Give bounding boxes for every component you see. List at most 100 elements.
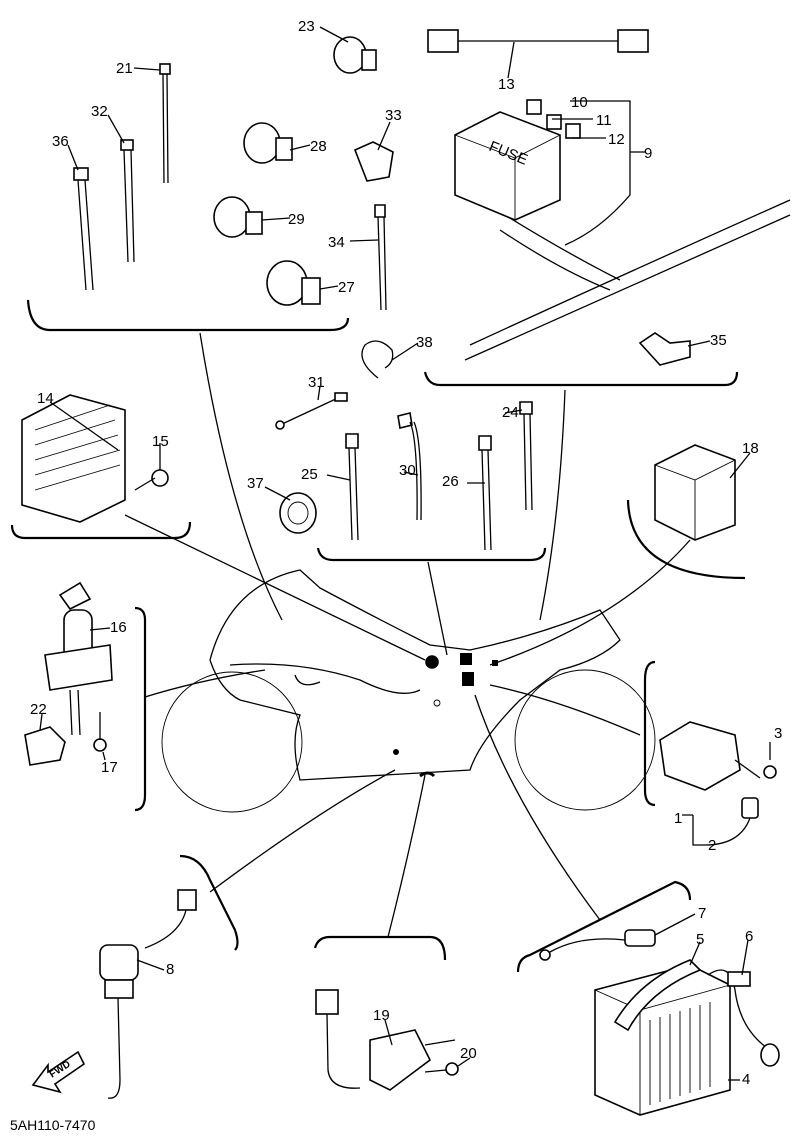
group-bracket-neutral (313, 935, 447, 961)
callout-35: 35 (710, 332, 727, 349)
cable-tie-26 (478, 435, 492, 551)
callout-21: 21 (116, 60, 133, 77)
leader-line (682, 814, 751, 846)
group-bracket-clamps (26, 299, 350, 332)
callout-25: 25 (301, 466, 318, 483)
group-bracket-starter (643, 660, 656, 807)
clip-37 (279, 492, 317, 534)
callout-10: 10 (571, 94, 588, 111)
leader-line (427, 561, 448, 656)
wire-clip-38 (361, 340, 394, 379)
callout-36: 36 (52, 133, 69, 150)
fuses (526, 99, 581, 139)
clamp-35 (638, 332, 691, 366)
screw-17 (93, 712, 107, 752)
callout-14: 14 (37, 390, 54, 407)
group-bracket-relay (626, 499, 746, 580)
fuse-box: FUSE (454, 111, 561, 221)
cable-tie-24 (519, 401, 533, 511)
callout-27: 27 (338, 279, 355, 296)
sidestand-switch (99, 889, 197, 1099)
callout-6: 6 (745, 928, 753, 945)
cable-tie-30 (397, 412, 422, 521)
callout-13: 13 (498, 76, 515, 93)
leader-line (474, 694, 601, 921)
callout-12: 12 (608, 131, 625, 148)
leader-line (209, 769, 396, 893)
main-switch (44, 581, 113, 736)
leader-line (124, 514, 426, 661)
callout-9: 9 (644, 145, 652, 162)
callout-33: 33 (385, 107, 402, 124)
leader-line (144, 669, 266, 698)
callout-1: 1 (674, 810, 682, 827)
callout-2: 2 (708, 837, 716, 854)
leader-line (199, 332, 283, 621)
clamp-29 (213, 196, 263, 238)
cable-tie-25 (345, 433, 359, 541)
battery-lead-6 (707, 969, 780, 1067)
clamp-33 (353, 141, 394, 182)
battery-band (613, 959, 702, 1032)
battery-lead-7 (539, 929, 656, 961)
callout-38: 38 (416, 334, 433, 351)
screw-20 (424, 1062, 459, 1076)
callout-31: 31 (308, 374, 325, 391)
cable-tie-21 (159, 63, 171, 184)
callout-37: 37 (247, 475, 264, 492)
motorcycle-outline (161, 569, 656, 813)
callout-22: 22 (30, 701, 47, 718)
relay-18 (654, 444, 736, 541)
callout-leaders (39, 26, 751, 1081)
callout-32: 32 (91, 103, 108, 120)
callout-24: 24 (502, 404, 519, 421)
neutral-switch (315, 989, 456, 1091)
callout-5: 5 (696, 931, 704, 948)
connector-13 (427, 29, 649, 53)
bolt-15 (134, 469, 169, 491)
group-bracket-battery (516, 880, 692, 973)
callout-34: 34 (328, 234, 345, 251)
callout-4: 4 (742, 1071, 750, 1088)
callout-30: 30 (399, 462, 416, 479)
part-code: 5AH110-7470 (10, 1117, 96, 1133)
cable-tie-34 (374, 204, 387, 311)
rectifier-regulator (21, 394, 126, 523)
callout-23: 23 (298, 18, 315, 35)
group-bracket-regulator (10, 521, 192, 540)
callout-8: 8 (166, 961, 174, 978)
leader-line (489, 539, 691, 666)
callout-19: 19 (373, 1007, 390, 1024)
group-bracket-ties (316, 547, 547, 562)
wiring-harness (464, 199, 791, 361)
callout-20: 20 (460, 1045, 477, 1062)
callout-26: 26 (442, 473, 459, 490)
callout-17: 17 (101, 759, 118, 776)
leader-line (387, 774, 426, 938)
starter-relay (659, 721, 761, 791)
clamp-28 (243, 122, 293, 164)
clamp-23 (333, 36, 377, 74)
fwd-arrow-icon: FWD (31, 1050, 86, 1094)
callout-29: 29 (288, 211, 305, 228)
cover-2 (741, 797, 759, 819)
group-bracket-harness (423, 371, 739, 387)
group-bracket-switch (134, 606, 147, 812)
callout-11: 11 (596, 112, 612, 129)
cap-22 (24, 726, 66, 766)
leader-line (489, 684, 641, 736)
cable-tie-36 (73, 167, 94, 291)
leader-line (539, 389, 566, 621)
callout-16: 16 (110, 619, 127, 636)
callout-15: 15 (152, 433, 169, 450)
callout-7: 7 (698, 905, 706, 922)
callout-3: 3 (774, 725, 782, 742)
ground-lead-31 (275, 392, 348, 430)
group-bracket-sidestand (179, 854, 239, 951)
cable-tie-32 (120, 139, 135, 263)
callout-28: 28 (310, 138, 327, 155)
callout-18: 18 (742, 440, 759, 457)
bolt-3 (763, 765, 777, 779)
clamp-27 (266, 260, 321, 306)
